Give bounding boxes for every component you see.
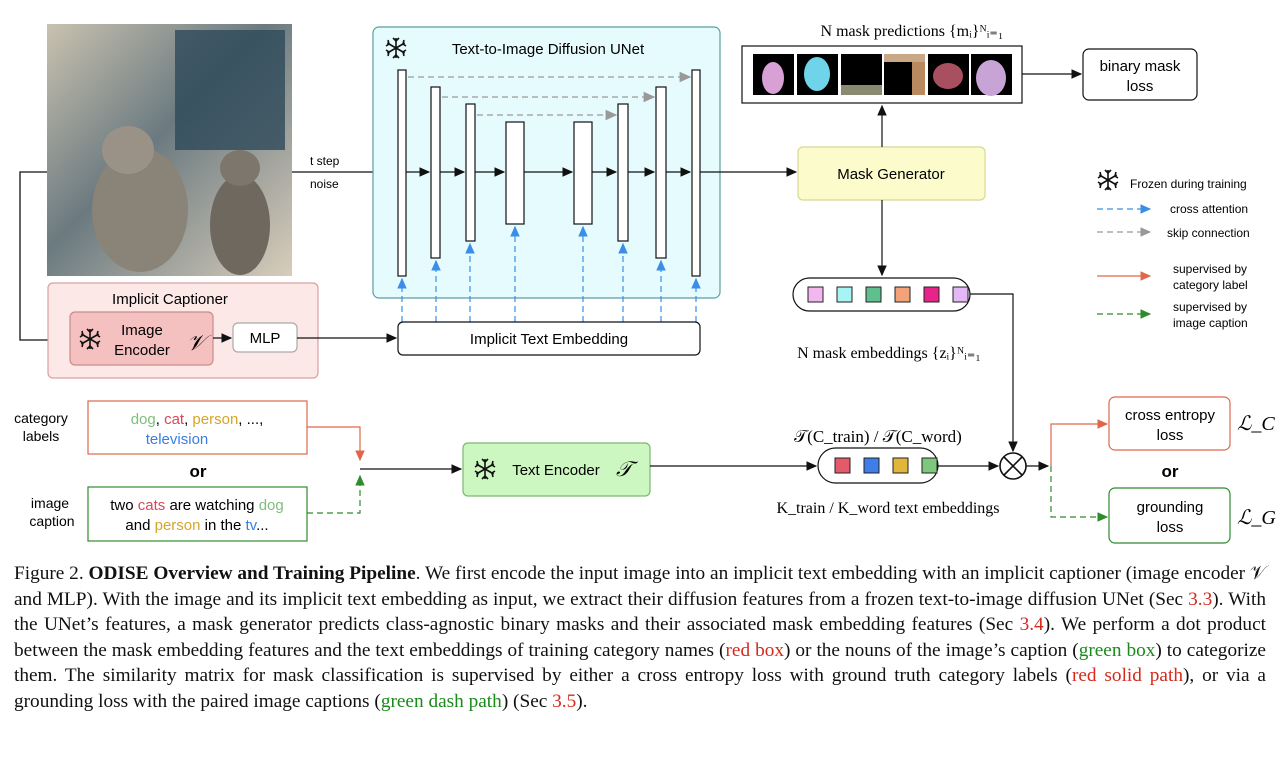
mask-thumbnails bbox=[753, 54, 1012, 96]
caption-green-path: green dash path bbox=[380, 690, 502, 712]
mask-embedding-square bbox=[865, 286, 882, 303]
category-label-television: television bbox=[146, 431, 209, 448]
figure-caption: Figure 2. ODISE Overview and Training Pi… bbox=[14, 561, 1266, 715]
binary-mask-loss-box bbox=[1082, 48, 1198, 101]
mask-predictions-label: N mask predictions {mᵢ}ᴺᵢ₌₁ bbox=[821, 23, 1004, 40]
text-embedding-square bbox=[921, 457, 938, 474]
caption-red-path: red solid path bbox=[1071, 665, 1183, 687]
cross-entropy-label-2: loss bbox=[1157, 427, 1184, 444]
unet-layers bbox=[397, 69, 701, 277]
category-labels-label-2: labels bbox=[23, 428, 60, 444]
image-caption-label-1: image bbox=[31, 495, 69, 511]
grounding-label-1: grounding bbox=[1137, 499, 1204, 516]
mask-embedding-square bbox=[807, 286, 824, 303]
caption-title: ODISE Overview and Training Pipeline bbox=[88, 563, 416, 584]
cross-entropy-loss-box bbox=[1108, 396, 1231, 451]
legend-cross-attention: cross attention bbox=[1170, 202, 1248, 216]
binary-mask-loss-label-2: loss bbox=[1127, 78, 1154, 95]
caption-segment: ). We perform a dot product between the … bbox=[14, 614, 1266, 661]
image-caption-box bbox=[87, 486, 308, 542]
grounding-loss-box bbox=[1108, 487, 1231, 544]
caption-red-box: red box bbox=[725, 639, 784, 661]
input-image bbox=[47, 24, 292, 276]
caption-segment: ), or via a grounding loss with the pair… bbox=[14, 665, 1266, 712]
t-step-label: t step bbox=[310, 154, 340, 168]
section-link[interactable]: 3.3 bbox=[1188, 588, 1213, 610]
caption-segment: ). bbox=[576, 690, 588, 712]
caption-segment: Figure 2. bbox=[14, 563, 89, 584]
mask-embedding-square bbox=[836, 286, 853, 303]
text-embeddings-top-label: 𝒯(C_train) / 𝒯(C_word) bbox=[794, 427, 962, 446]
mask-generator-box bbox=[797, 146, 986, 201]
category-labels-label-1: category bbox=[14, 410, 68, 426]
implicit-text-embedding-label: Implicit Text Embedding bbox=[470, 331, 628, 348]
unet-box bbox=[372, 26, 721, 299]
mask-embeddings-label: N mask embeddings {zᵢ}ᴺᵢ₌₁ bbox=[797, 345, 981, 362]
implicit-text-embedding-box bbox=[397, 321, 701, 356]
to-grounding-green-path bbox=[1050, 466, 1109, 522]
unet-skip-connections bbox=[408, 71, 692, 121]
legend-supervised-caption-2: image caption bbox=[1173, 316, 1248, 330]
caption-segment: ). With the UNet’s features, a mask gene… bbox=[14, 588, 1266, 636]
cross-attention-arrows bbox=[397, 225, 701, 322]
grounding-label-2: loss bbox=[1157, 519, 1184, 536]
text-embedding-squares bbox=[834, 457, 938, 474]
text-encoder-label: Text Encoder bbox=[512, 462, 600, 479]
or-label: or bbox=[190, 462, 207, 481]
unet-title: Text-to-Image Diffusion UNet bbox=[452, 41, 645, 58]
mask-embedding-square bbox=[923, 286, 940, 303]
section-link[interactable]: 3.5 bbox=[552, 690, 577, 712]
mlp-label: MLP bbox=[250, 330, 281, 347]
mask-generator-label: Mask Generator bbox=[837, 166, 945, 183]
cross-entropy-label-1: cross entropy bbox=[1125, 407, 1216, 424]
text-encoder-box bbox=[462, 442, 651, 497]
caption-segment: . We first encode the input image into a… bbox=[14, 563, 1266, 610]
noise-label: noise bbox=[310, 177, 339, 191]
or-label: or bbox=[1162, 462, 1179, 481]
category-red-path bbox=[307, 426, 365, 462]
image-encoder-label-1: Image bbox=[121, 322, 163, 339]
implicit-captioner-title: Implicit Captioner bbox=[112, 291, 228, 308]
legend-supervised-category-1: supervised by bbox=[1173, 262, 1247, 276]
binary-mask-loss-label-1: binary mask bbox=[1100, 58, 1181, 75]
mask-embedding-square bbox=[894, 286, 911, 303]
caption-green-box: green box bbox=[1078, 639, 1156, 661]
to-cross-entropy-red-path bbox=[1050, 419, 1109, 466]
loss-c-symbol: ℒ_C bbox=[1237, 413, 1275, 435]
legend: Frozen during training cross attention s… bbox=[1097, 169, 1250, 330]
category-labels-words: dog, cat, person, ..., bbox=[131, 411, 264, 428]
legend-supervised-category-2: category label bbox=[1173, 278, 1248, 292]
text-embeddings-bottom-label: K_train / K_word text embeddings bbox=[776, 500, 999, 517]
image-to-captioner-path bbox=[19, 171, 48, 341]
mask-embedding-squares bbox=[807, 286, 969, 303]
caption-green-path bbox=[307, 474, 365, 514]
snowflake-icon bbox=[1097, 169, 1119, 191]
text-embedding-square bbox=[892, 457, 909, 474]
loss-g-symbol: ℒ_G bbox=[1237, 507, 1276, 529]
caption-segment: ) (Sec bbox=[501, 690, 553, 712]
legend-skip-connection: skip connection bbox=[1167, 226, 1250, 240]
caption-segment: ) or the nouns of the image’s caption ( bbox=[784, 639, 1079, 661]
caption-segment: ) to categorize them. The similarity mat… bbox=[14, 639, 1266, 687]
mask-embeddings-to-product-arrow bbox=[970, 293, 1018, 453]
image-caption-label-2: caption bbox=[29, 513, 74, 529]
image-caption-line-1: two cats are watching dog bbox=[110, 497, 283, 514]
image-caption-line-2: and person in the tv... bbox=[125, 517, 268, 534]
category-labels-box bbox=[87, 400, 308, 455]
legend-supervised-caption-1: supervised by bbox=[1173, 300, 1247, 314]
dot-product-icon bbox=[999, 452, 1027, 480]
text-embedding-square bbox=[834, 457, 851, 474]
text-embedding-square bbox=[863, 457, 880, 474]
image-encoder-label-2: Encoder bbox=[114, 342, 170, 359]
section-link[interactable]: 3.4 bbox=[1019, 614, 1044, 636]
mask-embedding-square bbox=[952, 286, 969, 303]
odise-pipeline-diagram: t step noise Text-to-Image Diffusion UNe… bbox=[14, 23, 1276, 544]
legend-frozen: Frozen during training bbox=[1130, 177, 1247, 191]
